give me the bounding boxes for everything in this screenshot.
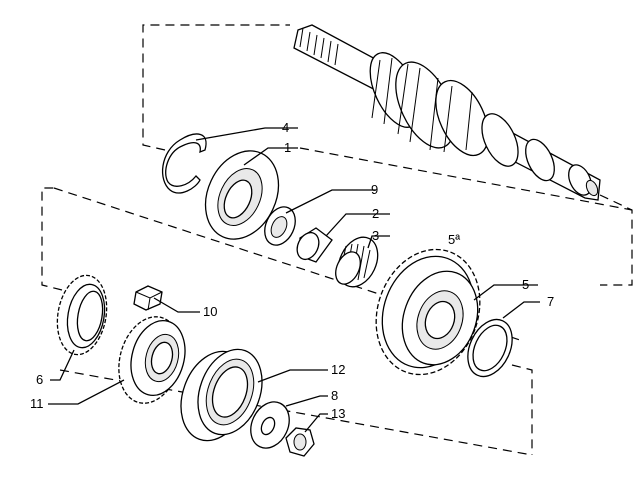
callout-5: 5 bbox=[522, 277, 529, 292]
callout-11: 11 bbox=[30, 396, 44, 411]
part-sleeve bbox=[180, 348, 263, 442]
callout-7: 7 bbox=[547, 294, 554, 309]
callout-4: 4 bbox=[282, 120, 289, 135]
callout-12: 12 bbox=[331, 362, 345, 377]
part-needle-bearing bbox=[335, 236, 379, 288]
callout-10: 10 bbox=[203, 304, 217, 319]
part-washer bbox=[250, 401, 290, 449]
callout-2: 2 bbox=[372, 206, 379, 221]
part-bearing bbox=[204, 150, 280, 240]
part-synchro-ring bbox=[56, 274, 108, 356]
part-synchro-cone bbox=[467, 318, 513, 378]
part-spacer bbox=[264, 206, 296, 246]
part-bushing bbox=[296, 227, 333, 263]
part-key bbox=[133, 285, 163, 311]
callout-9: 9 bbox=[371, 182, 378, 197]
callout-13: 13 bbox=[331, 406, 345, 421]
assembly-outline-upper bbox=[142, 24, 633, 286]
part-snap-ring bbox=[161, 133, 207, 194]
callout-6: 6 bbox=[36, 372, 43, 387]
part-gear bbox=[375, 248, 481, 376]
callout-5a: 5ª bbox=[448, 232, 460, 247]
callout-1: 1 bbox=[284, 140, 291, 155]
mainshaft bbox=[293, 24, 601, 201]
leader-lines bbox=[48, 127, 540, 433]
part-synchro-hub bbox=[118, 316, 186, 404]
callout-3: 3 bbox=[372, 228, 379, 243]
part-nut bbox=[285, 427, 315, 457]
callout-8: 8 bbox=[331, 388, 338, 403]
